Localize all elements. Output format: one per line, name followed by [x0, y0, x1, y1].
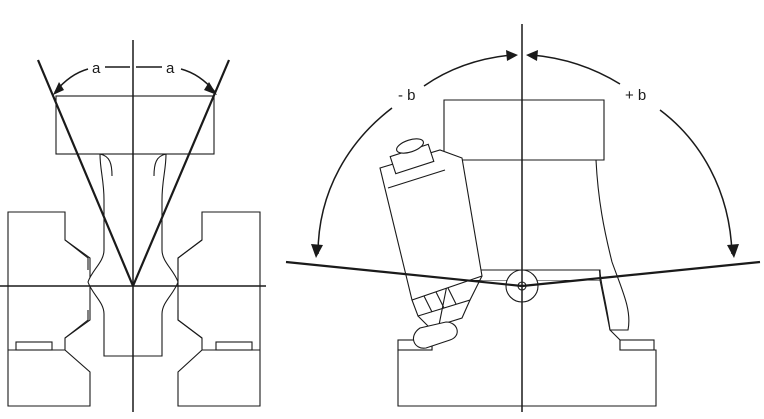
right-side-view: - b + b — [286, 24, 760, 412]
left-front-view: a a — [0, 40, 266, 412]
angle-label-a-right: a — [166, 60, 175, 77]
top-head — [56, 96, 214, 154]
angle-arc-right-b — [532, 55, 620, 84]
angle-label-a-left: a — [92, 60, 101, 77]
left-jaw-block — [8, 212, 90, 406]
right-jaw-block — [178, 212, 260, 406]
left-jaw-pad — [16, 342, 52, 350]
angle-arc-left-b — [318, 108, 392, 254]
right-jaw-pad — [216, 342, 252, 350]
base-pad-right — [620, 340, 654, 350]
angle-label-plus-b: + b — [625, 87, 646, 104]
angle-label-minus-b: - b — [398, 87, 416, 104]
